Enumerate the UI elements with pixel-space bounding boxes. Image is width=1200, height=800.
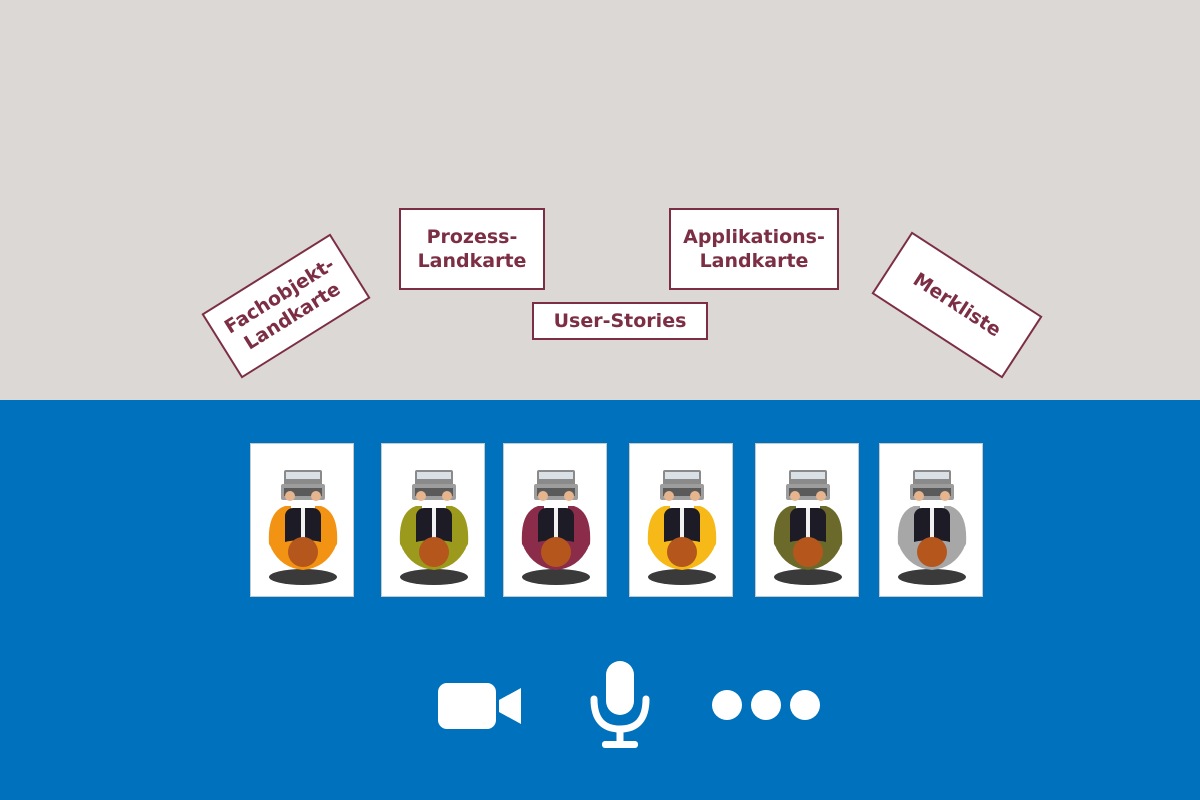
card-applikations-landkarte[interactable]: Applikations- Landkarte — [669, 208, 839, 290]
camera-button[interactable] — [437, 680, 523, 732]
microphone-button[interactable] — [590, 659, 650, 751]
participant-avatar — [773, 470, 843, 585]
participant-tile[interactable] — [755, 443, 859, 597]
participant-tile[interactable] — [879, 443, 983, 597]
participant-avatar — [897, 470, 967, 585]
card-user-stories[interactable]: User-Stories — [532, 302, 708, 340]
participant-avatar — [521, 470, 591, 585]
card-fachobjekt-landkarte[interactable]: Fachobjekt- Landkarte — [201, 233, 371, 379]
more-options-button[interactable] — [711, 688, 821, 722]
participant-tile[interactable] — [503, 443, 607, 597]
camera-icon — [438, 683, 521, 729]
participant-tile[interactable] — [381, 443, 485, 597]
participant-avatar — [268, 470, 338, 585]
participant-tile[interactable] — [629, 443, 733, 597]
card-prozess-landkarte[interactable]: Prozess- Landkarte — [399, 208, 545, 290]
microphone-icon — [590, 661, 650, 748]
card-merkliste[interactable]: Merkliste — [871, 231, 1043, 379]
participant-avatar — [399, 470, 469, 585]
participant-avatar — [647, 470, 717, 585]
participant-tile[interactable] — [250, 443, 354, 597]
whiteboard-area: Fachobjekt- Landkarte Prozess- Landkarte… — [201, 208, 1043, 379]
more-options-icon — [712, 690, 820, 720]
